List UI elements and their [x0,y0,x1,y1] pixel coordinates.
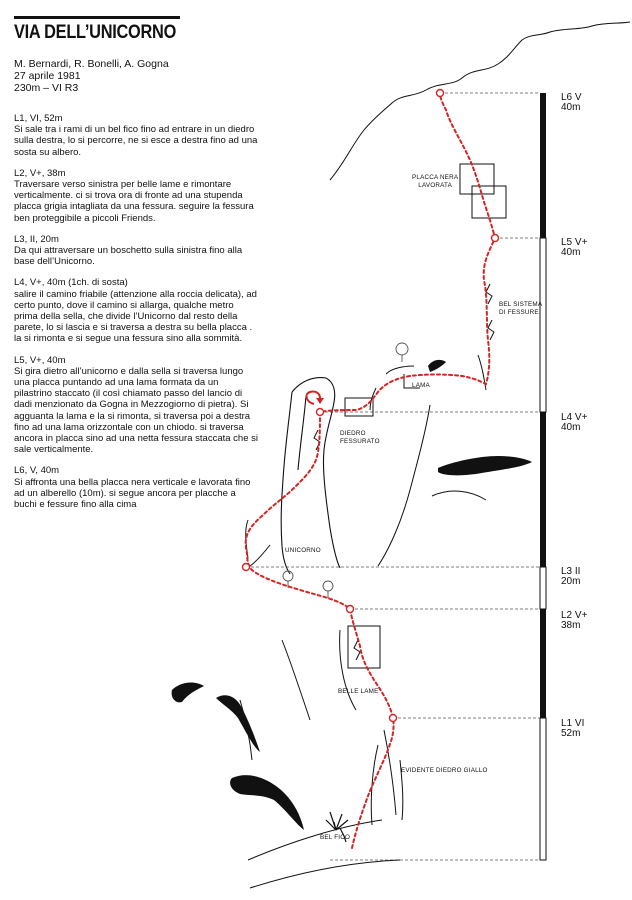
pitch-heading: L1, VI, 52m [14,113,63,124]
title-rule [14,16,180,19]
pitch-heading: L4, V+, 40m (1ch. di sosta) [14,277,128,289]
label-placca-nera: PLACCA NERA LAVORATA [412,174,458,190]
belay-l2 [345,604,355,614]
belay-l6 [435,88,445,98]
scale-label-l1: L1 VI 52m [561,719,584,739]
pitch-body: Si sale tra i rami di un bel fico fino a… [14,124,258,158]
scale-label-l5: L5 V+ 40m [561,238,587,258]
traverse-arrow-icon [305,390,321,405]
unicorno-pinnacle [280,377,341,575]
label-diedro: DIEDRO FESSURATO [340,430,380,446]
scale-label-l3: L3 II 20m [561,567,580,587]
scale-label-l4: L4 V+ 40m [561,413,587,433]
pitch-body: salire il camino friabile (attenzione al… [14,288,257,345]
feature-boxes [344,163,507,669]
traverse-arrowhead-icon [316,398,324,404]
pitch-l5: L5, V+, 40m Si gira dietro all’unicorno … [14,355,259,456]
terrain-shapes [171,359,532,830]
scale-grade: L3 II [561,566,581,577]
belay-reference-lines [246,92,540,861]
scale-label-l2: L2 V+ 38m [561,611,587,631]
label-line: LAVORATA [418,182,453,189]
label-line: UNICORNO [285,547,321,554]
pitch-body: Da qui attraversare un boschetto sulla s… [14,245,243,268]
scale-grade: L4 V+ [561,412,588,423]
ridge-line [329,21,631,181]
pitch-body: Traversare verso sinistra per belle lame… [14,179,254,224]
label-line: DIEDRO [340,430,366,437]
pitch-l1: L1, VI, 52m Si sale tra i rami di un bel… [14,113,259,158]
scale-length: 20m [561,576,581,587]
scale-segment-l1 [539,717,547,861]
pitch-heading: L5, V+, 40m [14,354,66,366]
label-belle-lame: BELLE LAME [338,688,379,696]
scale-grade: L6 V [561,92,582,103]
belay-l4 [315,407,325,417]
scale-length: 40m [561,102,581,113]
label-line: BEL FICO [320,834,351,841]
label-evidente-diedro: EVIDENTE DIEDRO GIALLO [401,767,488,775]
scale-length: 40m [561,422,581,433]
label-line: BEL SISTEMA [499,301,543,308]
pitch-l2: L2, V+, 38m Traversare verso sinistra pe… [14,168,259,224]
scale-grade: L1 VI [561,718,585,729]
belay-l3 [241,562,251,572]
scale-length: 40m [561,247,581,258]
label-line: PLACCA NERA [412,174,459,181]
label-line: FESSURATO [340,438,380,445]
belay-l5 [490,233,500,243]
label-unicorno: UNICORNO [285,547,321,555]
first-ascent-date: 27 aprile 1981 [14,70,81,82]
route-meta: M. Bernardi, R. Bonelli, A. Gogna 27 apr… [14,58,169,94]
scale-bar [539,93,547,861]
label-line: EVIDENTE DIEDRO GIALLO [401,767,488,774]
label-lama: LAMA [412,382,430,390]
tree-icons [282,342,409,598]
label-bel-sistema: BEL SISTEMA DI FESSURE [499,301,542,317]
pitch-heading: L6, V, 40m [14,465,60,477]
belay-l1 [388,713,398,723]
bel-fico-tree-icon [325,811,349,843]
pitch-body: Si affronta una bella placca nera vertic… [14,476,251,511]
label-line: DI FESSURE [499,309,539,316]
pitch-body: Si gira dietro all’unicorno e dalla sell… [14,365,258,456]
crack-symbols [313,283,495,661]
pitch-l3: L3, II, 20m Da qui attraversare un bosch… [14,234,259,268]
scale-segment-l3 [539,566,547,610]
label-line: LAMA [412,382,430,389]
scale-grade: L2 V+ [561,610,588,621]
page-title: VIA DELL’UNICORNO [14,22,177,43]
authors: M. Bernardi, R. Bonelli, A. Gogna [14,58,169,70]
pitch-heading: L2, V+, 38m [14,167,66,179]
belay-stations [241,88,500,723]
scale-segment-l5 [539,237,547,413]
pitch-heading: L3, II, 20m [14,233,59,245]
scale-grade: L5 V+ [561,237,588,248]
label-line: BELLE LAME [338,688,379,695]
pitch-l6: L6, V, 40m Si affronta una bella placca … [14,465,259,510]
pitch-descriptions: L1, VI, 52m Si sale tra i rami di un bel… [14,113,259,520]
route-summary: 230m – VI R3 [14,82,79,94]
scale-segment-l6 [540,93,546,238]
pitch-l4: L4, V+, 40m (1ch. di sosta) salire il ca… [14,277,259,344]
scale-segment-l2 [540,609,546,718]
scale-label-l6: L6 V 40m [561,93,582,113]
scale-length: 52m [561,728,581,739]
label-bel-fico: BEL FICO [320,834,350,842]
scale-segment-l4 [540,412,546,567]
scale-length: 38m [561,620,581,631]
